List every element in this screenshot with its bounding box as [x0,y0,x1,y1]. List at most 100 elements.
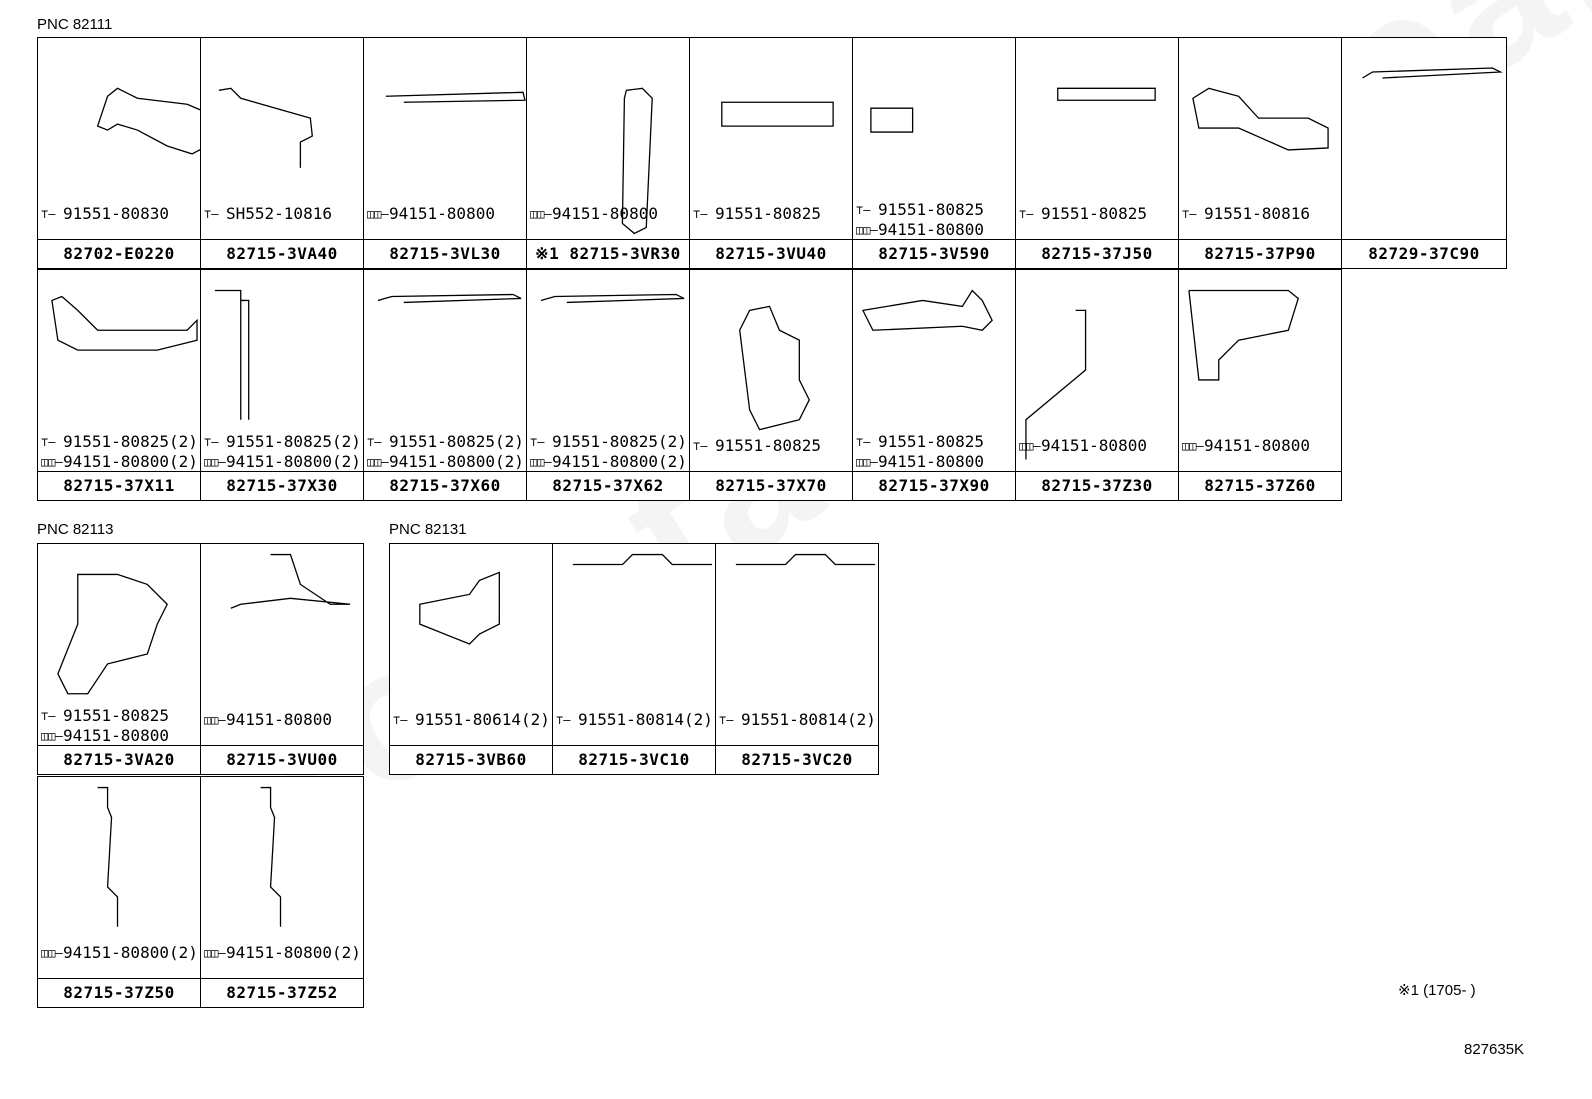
part-number[interactable]: 82702-E0220 [38,239,200,268]
part-number[interactable]: 82715-3V590 [853,239,1015,268]
part-number[interactable]: 82715-37Z50 [38,978,200,1007]
fastener-item[interactable]: ⊤—91551-80825 [41,706,200,726]
nut-icon: ◫◫— [1182,439,1204,453]
nut-icon: ◫◫— [856,223,878,237]
part-number[interactable]: 82715-3VU00 [201,745,363,774]
nut-icon: ◫◫— [41,455,63,469]
fastener-item[interactable]: ⊤—91551-80814(2) [556,710,715,730]
fastener-part-number: 94151-80800 [878,452,984,471]
fastener-part-number: 94151-80800 [878,220,984,239]
nut-icon: ◫◫— [530,455,552,469]
part-number[interactable]: 82715-37X62 [527,471,689,500]
part-number[interactable]: 82715-3VB60 [390,745,552,774]
fastener-item[interactable]: ⊤—91551-80825 [856,200,1015,220]
bracket-drawing: φ 877 [385,91,526,103]
fastener-item[interactable]: ◫◫—94151-80800(2) [41,452,200,472]
part-number[interactable]: 82715-3VA40 [201,239,363,268]
part-cell: φ 8.5115.4 ⊤—91551-80825 82715-37X70 [689,269,853,501]
fastener-item[interactable]: ⊤—91551-80614(2) [393,710,552,730]
bracket-drawing: φ 8.5115.4 [739,305,810,431]
part-number[interactable]: 82715-37Z60 [1179,471,1341,500]
part-cell: φ 789.3⊤—91551-80814(2)82715-3VC10 [552,543,716,775]
bracket-drawing: 5078.8 [721,101,834,127]
bolt-icon: ⊤— [41,435,56,449]
fastener-part-number: 91551-80825 [715,204,821,223]
part-number[interactable]: 82715-3VC20 [716,745,878,774]
fastener-list: ⊤—SH552-10816 [204,204,363,224]
bolt-icon: ⊤— [393,713,408,727]
fastener-item[interactable]: ⊤—91551-80825(2) [530,432,689,452]
fastener-part-number: 94151-80800 [226,710,332,729]
fastener-item[interactable]: ◫◫—94151-80800 [856,452,1015,472]
fastener-list: ⊤—91551-80814(2) [719,710,878,730]
nut-icon: ◫◫— [41,729,63,743]
fastener-item[interactable]: ⊤—91551-80814(2) [719,710,878,730]
nut-icon: ◫◫— [1019,439,1041,453]
part-cell: φ 917⊤—91551-80825◫◫—94151-8080082715-3V… [852,37,1016,269]
part-number[interactable]: 82715-3VU40 [690,239,852,268]
fastener-item[interactable]: ⊤—91551-80825 [1019,204,1178,224]
bolt-icon: ⊤— [693,439,708,453]
fastener-item[interactable]: ◫◫—94151-80800(2) [367,452,526,472]
bracket-drawing: 46φ 12 [51,295,198,351]
fastener-list: ⊤—91551-80825(2)◫◫—94151-80800(2) [530,432,689,472]
fastener-part-number: 91551-80814(2) [578,710,713,729]
fastener-item[interactable]: ◫◫—94151-80800(2) [41,943,200,963]
fastener-item[interactable]: ⊤—91551-80825(2) [41,432,200,452]
part-number[interactable]: 82715-3VA20 [38,745,200,774]
fastener-item[interactable]: ◫◫—94151-80800 [367,204,526,224]
fastener-item[interactable]: ◫◫—94151-80800 [1019,436,1178,456]
part-number[interactable]: 82715-37X70 [690,471,852,500]
fastener-item[interactable]: ⊤—91551-80830 [41,204,200,224]
bolt-icon: ⊤— [856,435,871,449]
fastener-item[interactable]: ⊤—91551-80816 [1182,204,1341,224]
part-number[interactable]: 82729-37C90 [1342,239,1506,268]
fastener-list: ◫◫—94151-80800 [530,204,689,224]
fastener-item[interactable]: ⊤—SH552-10816 [204,204,363,224]
fastener-item[interactable]: ◫◫—94151-80800 [1182,436,1341,456]
fastener-item[interactable]: ⊤—91551-80825(2) [204,432,363,452]
fastener-item[interactable]: ⊤—91551-80825 [693,204,852,224]
fastener-item[interactable]: ◫◫—94151-80800 [856,220,1015,240]
fastener-list: ⊤—91551-80825◫◫—94151-80800 [856,200,1015,240]
fastener-item[interactable]: ◫◫—94151-80800 [530,204,689,224]
fastener-item[interactable]: ◫◫—94151-80800 [204,710,363,730]
bolt-icon: ⊤— [856,203,871,217]
fastener-list: ⊤—91551-80830 [41,204,200,224]
bracket-drawing: 59.2φ 8.5 [96,87,200,155]
bracket-drawing: φ 859.1 [419,571,500,645]
part-number[interactable]: ※1 82715-3VR30 [527,239,689,268]
fastener-list: ⊤—91551-80825(2)◫◫—94151-80800(2) [204,432,363,472]
fastener-list: ⊤—91551-80825 [693,436,852,456]
part-number[interactable]: 82715-37X11 [38,471,200,500]
fastener-item[interactable]: ◫◫—94151-80800(2) [204,943,363,963]
fastener-item[interactable]: ◫◫—94151-80800(2) [530,452,689,472]
bracket-drawing: φ 9245 [260,786,282,927]
fastener-list: ◫◫—94151-80800(2) [204,943,363,963]
fastener-item[interactable]: ◫◫—94151-80800 [41,726,200,746]
part-number[interactable]: 82715-37Z52 [201,978,363,1007]
bolt-icon: ⊤— [530,435,545,449]
part-number[interactable]: 82715-3VC10 [553,745,715,774]
fastener-list: ◫◫—94151-80800 [367,204,526,224]
nut-icon: ◫◫— [204,946,226,960]
part-number[interactable]: 82715-37X90 [853,471,1015,500]
part-number[interactable]: 82715-37Z30 [1016,471,1178,500]
bracket-drawing: 267 × 12 [1025,309,1087,460]
bracket-drawing: 23.57 × 12 [621,87,653,235]
fastener-item[interactable]: ⊤—91551-80825(2) [367,432,526,452]
part-number[interactable]: 82715-3VL30 [364,239,526,268]
fastener-item[interactable]: ◫◫—94151-80800(2) [204,452,363,472]
fastener-item[interactable]: ⊤—91551-80825 [856,432,1015,452]
pnc-label-82113: PNC 82113 [37,521,114,538]
part-cell: 59.2φ 8.5 ⊤—91551-80830 82702-E0220 [37,37,201,269]
fastener-list: ⊤—91551-80825(2)◫◫—94151-80800(2) [367,432,526,472]
fastener-list: ◫◫—94151-80800 [1182,436,1341,456]
fastener-item[interactable]: ⊤—91551-80825 [693,436,852,456]
pnc-label-82131: PNC 82131 [389,521,467,538]
part-number[interactable]: 82715-37X60 [364,471,526,500]
part-number[interactable]: 82715-37X30 [201,471,363,500]
part-number[interactable]: 82715-37P90 [1179,239,1341,268]
part-number[interactable]: 82715-37J50 [1016,239,1178,268]
